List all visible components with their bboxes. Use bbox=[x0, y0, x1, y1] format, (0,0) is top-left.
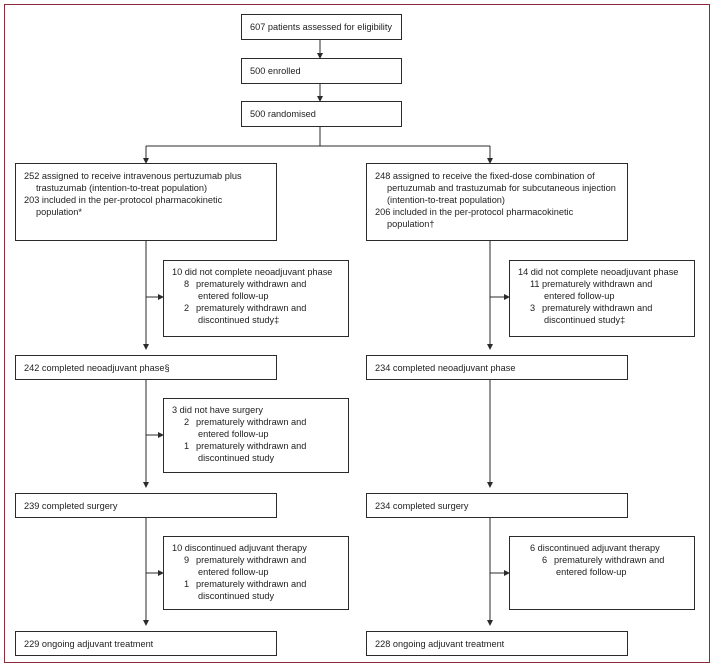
left-neoadj-b1: prematurely withdrawn and bbox=[196, 303, 307, 313]
right-neoadj-a-num: 11 bbox=[530, 279, 540, 289]
left-assigned-line2: trastuzumab (intention-to-treat populati… bbox=[36, 183, 208, 193]
left-adj-a2: entered follow-up bbox=[198, 567, 269, 577]
box-left-adj-excl: 10 discontinued adjuvant therapy 9 premat… bbox=[163, 536, 349, 610]
left-adj-b1: prematurely withdrawn and bbox=[196, 579, 307, 589]
left-neoadj-a-num: 8 bbox=[184, 279, 190, 289]
right-completed-surgery-text: 234 completed surgery bbox=[375, 500, 469, 511]
box-left-completed-neoadj: 242 completed neoadjuvant phase§ bbox=[15, 355, 277, 380]
left-assigned-line3: 203 included in the per-protocol pharmac… bbox=[24, 195, 223, 205]
left-assigned-line4: population* bbox=[36, 207, 82, 217]
left-surgery-b2: discontinued study bbox=[198, 453, 275, 463]
assessed-text: 607 patients assessed for eligibility bbox=[250, 22, 392, 32]
right-adj-header: 6 discontinued adjuvant therapy bbox=[530, 543, 660, 553]
right-assigned-line2: pertuzumab and trastuzumab for subcutane… bbox=[387, 183, 616, 193]
right-neoadj-header: 14 did not complete neoadjuvant phase bbox=[518, 267, 679, 277]
left-surgery-a1: prematurely withdrawn and bbox=[196, 417, 307, 427]
right-completed-neoadj-text: 234 completed neoadjuvant phase bbox=[375, 362, 516, 373]
box-randomised: 500 randomised bbox=[241, 101, 402, 127]
right-neoadj-a1: prematurely withdrawn and bbox=[542, 279, 653, 289]
right-assigned-line5: population† bbox=[387, 219, 435, 229]
right-neoadj-a2: entered follow-up bbox=[544, 291, 615, 301]
box-right-ongoing: 228 ongoing adjuvant treatment bbox=[366, 631, 628, 656]
left-neoadj-a1: prematurely withdrawn and bbox=[196, 279, 307, 289]
box-assessed: 607 patients assessed for eligibility bbox=[241, 14, 402, 40]
left-ongoing-text: 229 ongoing adjuvant treatment bbox=[24, 638, 154, 649]
left-surgery-b1: prematurely withdrawn and bbox=[196, 441, 307, 451]
right-neoadj-b1: prematurely withdrawn and bbox=[542, 303, 653, 313]
box-right-adj-excl: 6 discontinued adjuvant therapy 6 prematu… bbox=[509, 536, 695, 610]
left-neoadj-header: 10 did not complete neoadjuvant phase bbox=[172, 267, 333, 277]
right-neoadj-b2: discontinued study‡ bbox=[544, 315, 626, 325]
diagram-frame bbox=[4, 4, 710, 663]
right-neoadj-b-num: 3 bbox=[530, 303, 536, 313]
left-surgery-header: 3 did not have surgery bbox=[172, 405, 263, 415]
box-left-completed-surgery: 239 completed surgery bbox=[15, 493, 277, 518]
right-adj-a-num: 6 bbox=[542, 555, 548, 565]
box-right-completed-neoadj: 234 completed neoadjuvant phase bbox=[366, 355, 628, 380]
box-right-assigned: 248 assigned to receive the fixed-dose c… bbox=[366, 163, 628, 241]
left-adj-header: 10 discontinued adjuvant therapy bbox=[172, 543, 307, 553]
left-adj-a1: prematurely withdrawn and bbox=[196, 555, 307, 565]
left-surgery-a-num: 2 bbox=[184, 417, 190, 427]
left-surgery-a2: entered follow-up bbox=[198, 429, 269, 439]
left-completed-surgery-text: 239 completed surgery bbox=[24, 500, 118, 511]
right-ongoing-text: 228 ongoing adjuvant treatment bbox=[375, 638, 505, 649]
right-assigned-line1: 248 assigned to receive the fixed-dose c… bbox=[375, 171, 595, 181]
left-assigned-line1: 252 assigned to receive intravenous pert… bbox=[24, 171, 242, 181]
left-neoadj-b2: discontinued study‡ bbox=[198, 315, 280, 325]
box-right-neoadj-excl: 14 did not complete neoadjuvant phase 11… bbox=[509, 260, 695, 337]
right-adj-a2: entered follow-up bbox=[556, 567, 627, 577]
left-neoadj-b-num: 2 bbox=[184, 303, 190, 313]
right-adj-a1: prematurely withdrawn and bbox=[554, 555, 665, 565]
box-right-completed-surgery: 234 completed surgery bbox=[366, 493, 628, 518]
randomised-text: 500 randomised bbox=[250, 109, 316, 119]
box-enrolled: 500 enrolled bbox=[241, 58, 402, 84]
left-completed-neoadj-text: 242 completed neoadjuvant phase§ bbox=[24, 362, 170, 373]
left-adj-b2: discontinued study bbox=[198, 591, 275, 601]
enrolled-text: 500 enrolled bbox=[250, 66, 301, 76]
box-left-assigned: 252 assigned to receive intravenous pert… bbox=[15, 163, 277, 241]
right-assigned-line4: 206 included in the per-protocol pharmac… bbox=[375, 207, 574, 217]
left-surgery-b-num: 1 bbox=[184, 441, 190, 451]
left-adj-b-num: 1 bbox=[184, 579, 190, 589]
right-assigned-line3: (intention-to-treat population) bbox=[387, 195, 505, 205]
left-neoadj-a2: entered follow-up bbox=[198, 291, 269, 301]
box-left-surgery-excl: 3 did not have surgery 2 prematurely with… bbox=[163, 398, 349, 473]
left-adj-a-num: 9 bbox=[184, 555, 190, 565]
box-left-ongoing: 229 ongoing adjuvant treatment bbox=[15, 631, 277, 656]
